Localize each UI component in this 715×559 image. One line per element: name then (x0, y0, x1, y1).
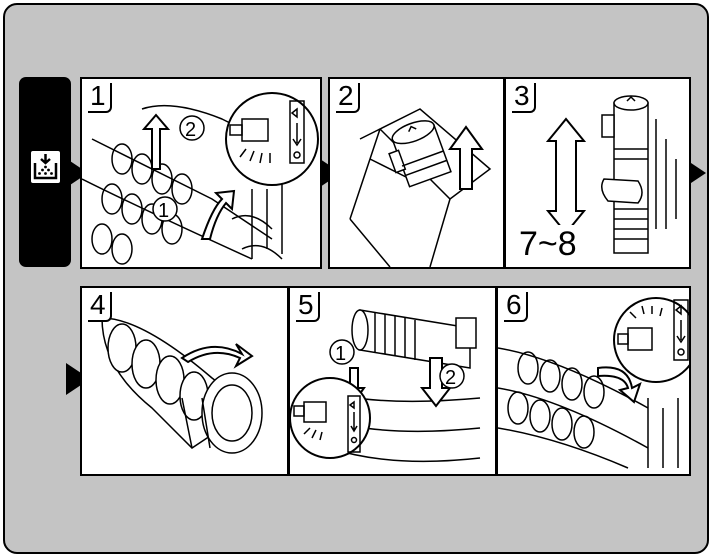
step-panel-2: 2 (328, 77, 505, 269)
callout-label: 2 (445, 367, 456, 389)
shake-count-label: 7~8 (516, 225, 580, 264)
step-panel-3: 3 7~8 (504, 77, 691, 269)
step-illustration (498, 297, 689, 469)
step-number: 5 (296, 291, 320, 322)
step-number: 2 (336, 82, 360, 113)
step-panel-5: 5 1 2 (288, 286, 497, 476)
step-number: 3 (512, 82, 536, 113)
step-illustration (349, 108, 492, 267)
step-panel-4: 4 (80, 286, 289, 476)
step-number: 1 (88, 82, 112, 113)
step-illustration (101, 317, 263, 454)
step-illustration (545, 95, 677, 254)
callout-label: 2 (185, 119, 196, 141)
step-panel-6: 6 (496, 286, 691, 476)
step-number: 4 (88, 291, 112, 322)
step-illustration: 1 2 (290, 309, 481, 463)
step-panel-1: 1 2 1 (80, 77, 322, 269)
side-tab (19, 77, 71, 267)
toner-add-icon (31, 151, 60, 183)
callout-label: 1 (158, 200, 169, 222)
step-number: 6 (504, 291, 528, 322)
callout-label: 1 (335, 343, 346, 365)
step-illustration: 2 1 (82, 92, 319, 265)
